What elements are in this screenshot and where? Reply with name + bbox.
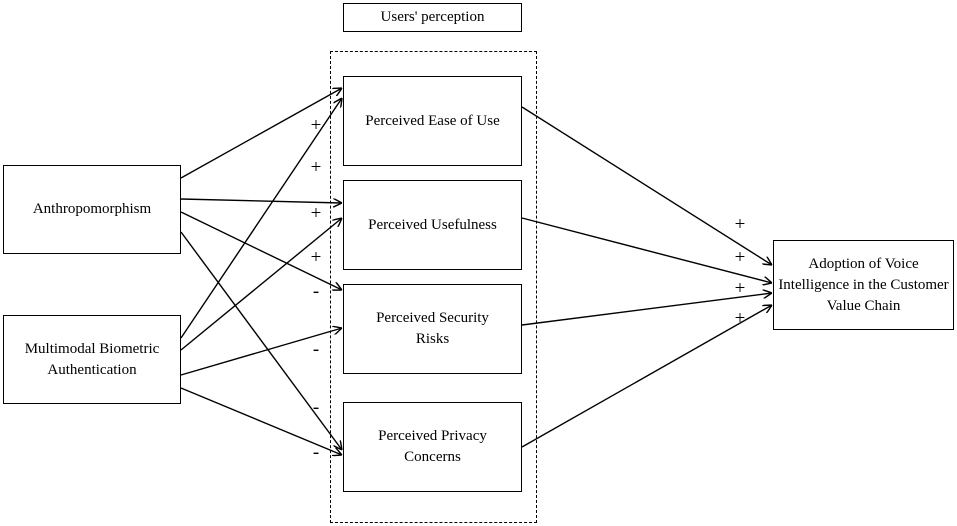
sign-anthropomorphism-ease: + bbox=[310, 115, 322, 136]
users-perception-group bbox=[330, 51, 537, 523]
sign-privacy-adoption: + bbox=[734, 308, 746, 329]
sign-ease-adoption: + bbox=[734, 214, 746, 235]
edge-biometric-to-usefulness bbox=[180, 218, 342, 351]
node-adoption: Adoption of Voice Intelligence in the Cu… bbox=[773, 240, 954, 330]
node-biometric: Multimodal Biometric Authentication bbox=[3, 315, 181, 404]
node-usefulness: Perceived Usefulness bbox=[343, 180, 522, 270]
edge-ease-to-adoption bbox=[521, 106, 772, 265]
sign-anthropomorphism-usefulness: + bbox=[310, 203, 322, 224]
node-security: Perceived Security Risks bbox=[343, 284, 522, 374]
sign-biometric-privacy: - bbox=[312, 442, 320, 463]
edge-privacy-to-adoption bbox=[521, 305, 772, 448]
sign-anthropomorphism-privacy: - bbox=[312, 397, 320, 418]
sign-usefulness-adoption: + bbox=[734, 247, 746, 268]
edge-biometric-to-security bbox=[180, 328, 342, 376]
sign-biometric-ease: + bbox=[310, 157, 322, 178]
edge-anthropomorphism-to-usefulness bbox=[180, 199, 342, 203]
edge-anthropomorphism-to-privacy bbox=[180, 231, 342, 450]
group-label: Users' perception bbox=[343, 3, 522, 32]
sign-security-adoption: + bbox=[734, 278, 746, 299]
sign-biometric-usefulness: + bbox=[310, 247, 322, 268]
edge-usefulness-to-adoption bbox=[521, 217, 772, 283]
sign-anthropomorphism-security: - bbox=[312, 281, 320, 302]
edge-security-to-adoption bbox=[521, 293, 772, 326]
sign-biometric-security: - bbox=[312, 339, 320, 360]
node-privacy: Perceived Privacy Concerns bbox=[343, 402, 522, 492]
edge-biometric-to-privacy bbox=[180, 387, 342, 455]
node-anthropomorphism: Anthropomorphism bbox=[3, 165, 181, 254]
edge-biometric-to-ease bbox=[180, 98, 342, 339]
node-ease: Perceived Ease of Use bbox=[343, 76, 522, 166]
edge-anthropomorphism-to-ease bbox=[180, 88, 342, 179]
edge-anthropomorphism-to-security bbox=[180, 211, 342, 290]
